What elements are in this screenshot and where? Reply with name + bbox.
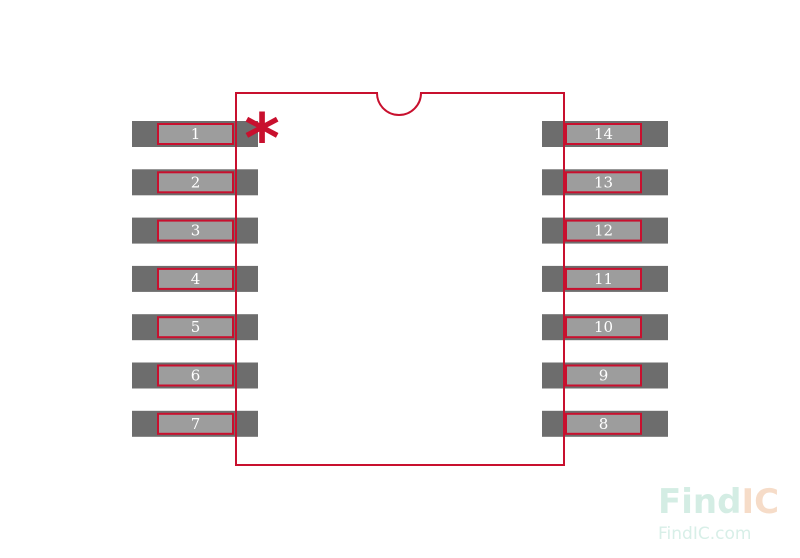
pad-land	[565, 267, 642, 290]
pad-land	[157, 171, 234, 194]
pin-number-label: 4	[191, 270, 201, 288]
pad-land	[157, 364, 234, 387]
pad-land	[157, 316, 234, 339]
pad-land	[565, 412, 642, 435]
pad-land	[565, 219, 642, 242]
pin-number-label: 10	[594, 318, 613, 336]
pin-number-label: 9	[599, 367, 609, 385]
pin-1: 1	[132, 121, 258, 147]
pad-land	[157, 412, 234, 435]
pin-6: 6	[132, 362, 258, 389]
pin-number-label: 12	[594, 222, 613, 240]
pin-3: 3	[132, 217, 258, 244]
pin-number-label: 1	[191, 125, 201, 143]
pin-5: 5	[132, 314, 258, 341]
pin-number-label: 3	[191, 222, 201, 240]
pin-13: 13	[542, 169, 668, 196]
pin-2: 2	[132, 169, 258, 196]
pin-number-label: 7	[191, 415, 201, 433]
pin-number-label: 11	[594, 270, 613, 288]
pin-number-label: 8	[599, 415, 609, 433]
pin-9: 9	[542, 362, 668, 389]
pin-7: 7	[132, 410, 258, 437]
pin-12: 12	[542, 217, 668, 244]
pin-number-label: 14	[594, 125, 613, 143]
pin-number-label: 6	[191, 367, 201, 385]
pin-number-label: 2	[191, 173, 201, 191]
pad-land	[157, 267, 234, 290]
pad-land	[565, 123, 642, 145]
watermark-find: Find	[658, 482, 741, 522]
pin-11: 11	[542, 265, 668, 292]
pin-number-label: 13	[594, 173, 613, 191]
pin-number-label: 5	[191, 318, 201, 336]
pad-land	[157, 123, 234, 145]
pad-land	[565, 171, 642, 194]
pad-land	[565, 316, 642, 339]
pad-land	[157, 219, 234, 242]
watermark-url: FindIC.com	[658, 524, 751, 544]
pin-8: 8	[542, 410, 668, 437]
pin-4: 4	[132, 265, 258, 292]
pad-land	[565, 364, 642, 387]
pin-14: 14	[542, 121, 668, 147]
watermark-ic: IC	[741, 482, 779, 522]
right-pads: 14 13 12 11 10 9 8	[542, 121, 668, 437]
left-pads: 1 2 3 4 5 6 7	[132, 121, 258, 437]
svg-text:FindIC: FindIC	[658, 482, 779, 522]
pin1-marker: *	[244, 100, 280, 179]
watermark-logo: FindIC FindIC.com	[658, 482, 779, 544]
pin-10: 10	[542, 314, 668, 341]
package-body-outline	[235, 92, 565, 466]
